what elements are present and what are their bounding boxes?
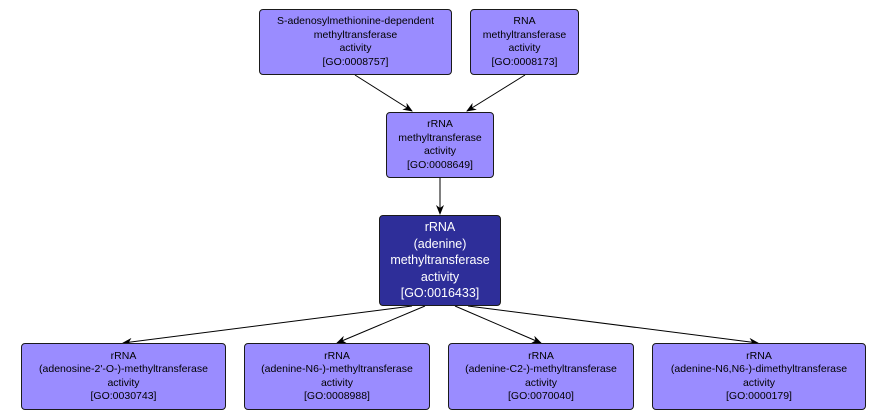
node-go-id: [GO:0008988] bbox=[304, 390, 370, 402]
edge-GO-0016433-to-GO-0000179 bbox=[467, 305, 759, 346]
node-label-line: rRNA bbox=[427, 118, 453, 130]
node-go-id: [GO:0000179] bbox=[726, 390, 792, 402]
edge-GO-0008757-to-GO-0008649 bbox=[354, 74, 413, 112]
go-term-node-GO-0008649[interactable]: rRNA methyltransferase activity [GO:0008… bbox=[386, 112, 494, 178]
node-label-line: S-adenosylmethionine-dependent bbox=[276, 15, 435, 27]
node-label-line: activity bbox=[339, 42, 372, 54]
node-label-line: rRNA bbox=[324, 349, 350, 362]
go-term-node-GO-0008757[interactable]: S-adenosylmethionine-dependent methyltra… bbox=[259, 9, 452, 75]
node-label-line: rRNA bbox=[746, 349, 772, 362]
node-label-line: activity bbox=[508, 42, 541, 54]
focus-go-term-node-GO-0016433[interactable]: rRNA (adenine) methyltransferase activit… bbox=[379, 215, 501, 306]
node-label-line: rRNA bbox=[424, 220, 456, 235]
node-go-id: [GO:0008173] bbox=[491, 55, 558, 68]
node-label-line: (adenosine-2'-O-)-methyltransferase bbox=[39, 363, 208, 375]
node-label-line: (adenine-N6-)-methyltransferase bbox=[261, 363, 413, 375]
edge-GO-0016433-to-GO-0008988 bbox=[336, 305, 426, 344]
node-go-id: [GO:0008757] bbox=[322, 55, 389, 68]
node-label-line: (adenine) bbox=[413, 236, 467, 251]
node-label-line: activity bbox=[107, 376, 140, 389]
node-label-line: activity bbox=[320, 376, 354, 389]
edge-GO-0008173-to-GO-0008649 bbox=[466, 74, 526, 112]
node-label-line: activity bbox=[742, 376, 776, 389]
node-label-line: rRNA bbox=[528, 349, 554, 362]
node-label-line: methyltransferase bbox=[482, 28, 567, 41]
go-term-node-GO-0030743[interactable]: rRNA (adenosine-2'-O-)-methyltransferase… bbox=[21, 343, 226, 410]
go-term-node-GO-0000179[interactable]: rRNA (adenine-N6,N6-)-dimethyltransferas… bbox=[652, 343, 866, 410]
node-go-id: [GO:0030743] bbox=[90, 390, 157, 402]
node-label-line: (adenine-N6,N6-)-dimethyltransferase bbox=[670, 363, 848, 375]
node-label-line: activity bbox=[420, 269, 460, 284]
go-term-node-GO-0008173[interactable]: RNA methyltransferase activity [GO:00081… bbox=[470, 9, 579, 75]
go-term-node-GO-0008988[interactable]: rRNA (adenine-N6-)-methyltransferase act… bbox=[244, 343, 430, 410]
node-label-line: (adenine-C2-)-methyltransferase bbox=[465, 363, 617, 375]
node-label-line: methyltransferase bbox=[398, 131, 482, 144]
edge-GO-0016433-to-GO-0030743 bbox=[122, 305, 413, 346]
node-go-id: [GO:0016433] bbox=[400, 286, 480, 301]
node-label-line: rRNA bbox=[110, 349, 137, 362]
node-label-line: activity bbox=[524, 376, 558, 389]
node-label-line: methyltransferase bbox=[390, 253, 490, 268]
node-label-line: methyltransferase bbox=[313, 28, 398, 41]
node-go-id: [GO:0008649] bbox=[407, 158, 473, 171]
node-go-id: [GO:0070040] bbox=[508, 390, 574, 402]
edge-GO-0016433-to-GO-0070040 bbox=[454, 305, 542, 344]
node-label-line: RNA bbox=[513, 15, 536, 27]
go-term-node-GO-0070040[interactable]: rRNA (adenine-C2-)-methyltransferase act… bbox=[448, 343, 634, 410]
node-label-line: activity bbox=[423, 145, 457, 157]
